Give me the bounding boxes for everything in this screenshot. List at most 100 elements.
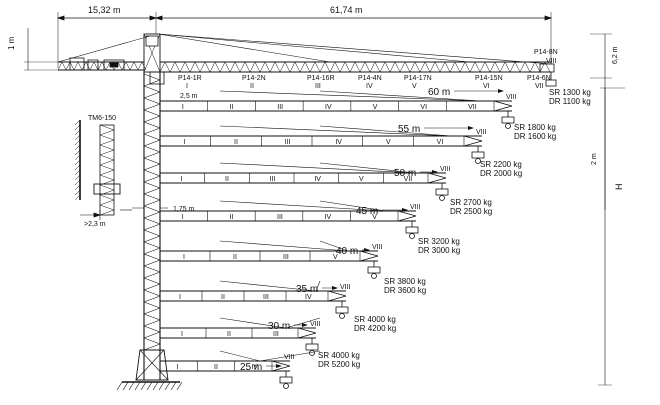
tie-bar [285, 317, 321, 329]
jib-tip [359, 250, 379, 257]
top-height-label: 1 m [7, 36, 16, 50]
double-reeving-load: DR 3000 kg [418, 246, 460, 255]
jib-section-name: P14-17N [404, 75, 432, 82]
hook-block [435, 188, 449, 196]
jib-tip [327, 295, 347, 302]
tie-label: TM6-150 [88, 115, 116, 122]
jib-section-numeral: VI [483, 83, 490, 90]
jib-tip [271, 360, 291, 367]
section-numeral: V [333, 254, 338, 261]
jib-tip [327, 290, 347, 297]
double-reeving-load: DR 1100 kg [549, 97, 591, 106]
head-height-label: 6,2 m [612, 46, 619, 64]
section-numeral: II [214, 364, 218, 371]
section-numeral: II [221, 294, 225, 301]
jib-section-numeral: IV [366, 83, 373, 90]
radius-arrow [498, 89, 504, 93]
section-numeral: III [273, 331, 279, 338]
hook-block [471, 151, 485, 159]
double-reeving-load: DR 1600 kg [514, 132, 556, 141]
section-numeral: III [285, 139, 291, 146]
tie-bar [219, 90, 483, 102]
jib-section-name: P14-15N [475, 75, 503, 82]
single-reeving-load: SR 3200 kg [418, 237, 460, 246]
mast-width-label: 1,75 m [173, 206, 195, 213]
double-reeving-load: DR 4200 kg [354, 324, 396, 333]
tie-bar [219, 240, 349, 252]
single-reeving-load: SR 2200 kg [480, 160, 522, 169]
section-numeral: II [227, 331, 231, 338]
section-numeral: VI [420, 104, 427, 111]
section-numeral: I [183, 254, 185, 261]
section-numeral: IV [335, 139, 342, 146]
section-numeral: III [277, 214, 283, 221]
section-numeral: II [225, 176, 229, 183]
tie-bar [219, 280, 317, 292]
double-reeving-load: DR 3600 kg [384, 286, 426, 295]
section-numeral: IV [305, 294, 312, 301]
hook-height-label: H [614, 184, 624, 191]
jib-section-name: P14-6N [527, 75, 551, 82]
jib-tip [427, 172, 447, 179]
hook-icon [371, 273, 377, 279]
section-numeral: I [180, 176, 182, 183]
hook-icon [409, 233, 415, 239]
double-reeving-load: DR 5200 kg [318, 360, 360, 369]
jib-tip [427, 177, 447, 184]
jib-tip [493, 100, 513, 107]
tie-bar [219, 162, 417, 174]
radius-label: 60 m [428, 87, 450, 98]
hook-block [367, 266, 381, 274]
jib-tip [271, 365, 291, 372]
section-numeral: V [386, 139, 391, 146]
section-numeral: II [233, 254, 237, 261]
radius-label: 50 m [394, 168, 416, 179]
tie-bar [319, 125, 453, 137]
hook-icon [339, 313, 345, 319]
jib-section-numeral: V [412, 83, 417, 90]
jib-section-labels: P14-1RIP14-2NIIP14-16RIIIP14-4NIVP14-17N… [178, 49, 558, 90]
radius-arrow [432, 170, 438, 174]
section-numeral: III [283, 254, 289, 261]
tip-numeral: VIII [410, 204, 421, 211]
single-reeving-load: SR 2700 kg [450, 198, 492, 207]
hook-icon [283, 383, 289, 389]
tie-bar [319, 162, 417, 174]
hook-block [501, 116, 515, 124]
section-numeral: VII [404, 176, 413, 183]
section-numeral: VII [468, 104, 477, 111]
section-numeral: III [270, 176, 276, 183]
section-numeral: IV [325, 104, 332, 111]
section-numeral: V [372, 214, 377, 221]
jib-section-numeral: VIII [546, 58, 557, 65]
radius-arrow [364, 248, 370, 252]
section-numeral: III [263, 294, 269, 301]
radius-arrow [276, 364, 282, 368]
section-numeral: IV [314, 176, 321, 183]
single-reeving-load: SR 1800 kg [514, 123, 556, 132]
section-numeral: II [229, 214, 233, 221]
tip-numeral: VIII [440, 166, 451, 173]
section-numeral: IV [251, 364, 258, 371]
tie-bar [319, 240, 349, 252]
hook-icon [439, 195, 445, 201]
jib-tip [463, 135, 483, 142]
double-reeving-load: DR 2000 kg [480, 169, 522, 178]
radius-arrow [402, 208, 408, 212]
jib-tip [397, 215, 417, 222]
jib-tip [297, 332, 317, 339]
tie-bar [219, 125, 453, 137]
double-reeving-load: DR 2500 kg [450, 207, 492, 216]
tip-numeral: VIII [340, 284, 351, 291]
tip-numeral: VIII [506, 94, 517, 101]
hook-block [335, 306, 349, 314]
hook-block [279, 376, 293, 384]
section-numeral: III [277, 104, 283, 111]
tie-bar [259, 350, 321, 362]
section-numeral: I [179, 294, 181, 301]
hook-block [405, 226, 419, 234]
